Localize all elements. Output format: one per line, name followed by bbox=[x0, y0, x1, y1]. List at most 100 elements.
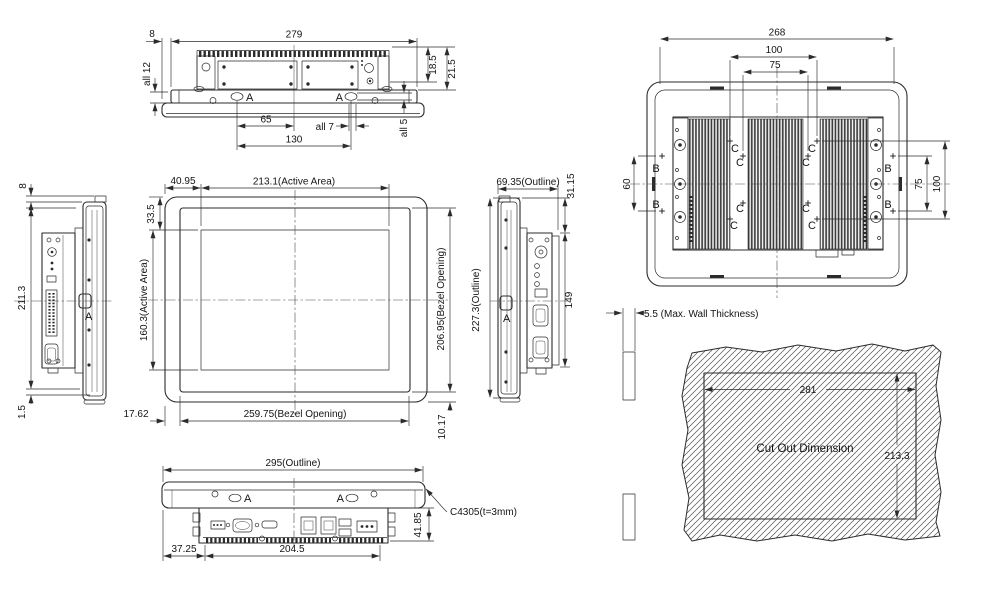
dim-right-149: 149 bbox=[564, 291, 575, 308]
dim-rear-60: 60 bbox=[622, 178, 633, 190]
dim-top-all5: all 5 bbox=[399, 118, 410, 137]
right-side-view: A 69.35(Outline) 31.15 149 227.3(Outline… bbox=[471, 173, 577, 403]
top-label-a-right: A bbox=[336, 92, 344, 104]
top-view: A A 8 279 all 12 18.5 21.5 65 bbox=[142, 29, 458, 150]
dim-cutout-height: 213.3 bbox=[884, 451, 909, 462]
right-view-panel bbox=[497, 195, 521, 403]
terminal-block bbox=[210, 520, 226, 530]
dim-front-bezel-w: 259.75(Bezel Opening) bbox=[244, 409, 347, 420]
usb-port-1 bbox=[338, 518, 352, 527]
wall-bar-top bbox=[622, 351, 636, 401]
power-jack bbox=[47, 247, 57, 257]
cutout-hole bbox=[703, 372, 917, 520]
left-view-panel bbox=[82, 195, 107, 405]
wall-section: 5.5 (Max. Wall Thickness) bbox=[606, 308, 758, 541]
dim-rear-100-right: 100 bbox=[932, 175, 943, 192]
bottom-bezel bbox=[161, 481, 426, 509]
dim-bottom-37-25: 37.25 bbox=[171, 544, 196, 555]
mount-hole-a-left bbox=[230, 92, 244, 101]
dim-rear-75-right: 75 bbox=[914, 178, 925, 190]
top-label-a-left: A bbox=[246, 92, 254, 104]
db9-connector-2 bbox=[532, 336, 549, 359]
right-label-a: A bbox=[503, 313, 511, 325]
power-terminal bbox=[356, 520, 378, 533]
db9-connector bbox=[44, 343, 59, 365]
dim-front-active-h: 160.3(Active Area) bbox=[139, 259, 150, 341]
dim-left-1-5: 1.5 bbox=[17, 405, 28, 419]
dim-left-211-3: 211.3 bbox=[17, 285, 28, 310]
rear-label-b2: B bbox=[652, 199, 659, 211]
usb-port bbox=[534, 288, 548, 298]
dim-bottom-outline: 295(Outline) bbox=[265, 458, 320, 469]
bottom-callout-c4305: C4305(t=3mm) bbox=[450, 507, 517, 518]
cutout-label: Cut Out Dimension bbox=[756, 443, 853, 455]
dim-front-40-95: 40.95 bbox=[170, 176, 195, 187]
wall-bar-bottom bbox=[622, 493, 636, 541]
front-view-dimensions: 40.95 213.1(Active Area) 33.5 160.3(Acti… bbox=[123, 176, 456, 440]
dim-left-8: 8 bbox=[18, 183, 29, 189]
dim-cutout-width: 281 bbox=[800, 385, 817, 396]
dim-rear-100-top: 100 bbox=[766, 45, 783, 56]
left-side-view: A 8 211.3 1.5 bbox=[14, 183, 112, 419]
bottom-view: A A bbox=[161, 458, 517, 561]
dim-top-21-5: 21.5 bbox=[447, 59, 458, 79]
rear-view-dimensions: 268 100 75 60 75 100 bbox=[622, 28, 950, 220]
section-marker-a bbox=[499, 295, 513, 311]
db9-connector-1 bbox=[532, 304, 549, 327]
bottom-label-a-right: A bbox=[337, 493, 345, 505]
rear-label-b4: B bbox=[884, 199, 891, 211]
dim-front-17-62: 17.62 bbox=[123, 409, 148, 420]
rear-label-c6: C bbox=[802, 157, 810, 169]
cutout-view: 281 213.3 Cut Out Dimension bbox=[681, 343, 942, 542]
right-view-body bbox=[490, 227, 568, 375]
dim-top-18-5: 18.5 bbox=[428, 55, 439, 75]
rear-label-c1: C bbox=[731, 143, 739, 155]
wall-thickness-note: 5.5 (Max. Wall Thickness) bbox=[644, 309, 758, 320]
hdmi-port bbox=[261, 520, 278, 529]
rear-label-c4: C bbox=[730, 220, 738, 232]
front-view: 40.95 213.1(Active Area) 33.5 160.3(Acti… bbox=[123, 176, 456, 440]
dim-front-bezel-h: 206.95(Bezel Opening) bbox=[436, 248, 447, 351]
dim-right-31-15: 31.15 bbox=[566, 173, 577, 198]
left-view-dimensions: 8 211.3 1.5 bbox=[17, 183, 94, 419]
dim-front-active-w: 213.1(Active Area) bbox=[253, 177, 335, 188]
dim-top-all7: all 7 bbox=[316, 122, 335, 133]
rear-label-c7: C bbox=[802, 203, 810, 215]
pin-header bbox=[45, 289, 58, 337]
dim-top-279: 279 bbox=[286, 30, 303, 41]
right-view-dimensions: 69.35(Outline) 31.15 149 227.3(Outline) bbox=[471, 173, 577, 399]
mount-hole-a-right bbox=[345, 493, 359, 503]
rear-vesa-holes bbox=[659, 138, 896, 222]
top-view-dimensions: 8 279 all 12 18.5 21.5 65 all 7 bbox=[142, 29, 458, 150]
usb-port-2 bbox=[338, 528, 352, 537]
dim-top-130: 130 bbox=[286, 135, 303, 146]
rear-label-c2: C bbox=[736, 157, 744, 169]
dim-rear-75-top: 75 bbox=[769, 60, 781, 71]
lan-port-1 bbox=[300, 516, 317, 535]
rear-label-c8: C bbox=[808, 220, 816, 232]
rear-label-b3: B bbox=[884, 163, 891, 175]
rear-heatsink bbox=[672, 116, 884, 258]
bottom-io-body bbox=[192, 478, 396, 548]
wall-hatch-area bbox=[681, 343, 942, 542]
bottom-view-dimensions: 295(Outline) 41.85 C4305(t=3mm) 37.25 20… bbox=[162, 458, 517, 561]
rear-label-b1: B bbox=[652, 163, 659, 175]
top-view-chassis bbox=[193, 50, 393, 92]
antenna-hole bbox=[534, 245, 548, 259]
dim-bottom-41-85: 41.85 bbox=[413, 512, 424, 537]
left-view-body bbox=[14, 227, 112, 374]
dim-right-outline-w: 69.35(Outline) bbox=[496, 177, 559, 188]
dim-top-all12: all 12 bbox=[142, 62, 153, 86]
dim-front-33-5: 33.5 bbox=[146, 204, 157, 224]
rear-label-c5: C bbox=[808, 143, 816, 155]
usb-port bbox=[46, 275, 57, 283]
dim-top-65: 65 bbox=[260, 115, 272, 126]
front-outline bbox=[164, 196, 428, 403]
lan-port-2 bbox=[320, 516, 337, 535]
mount-hole-a-left bbox=[228, 493, 242, 503]
bottom-label-a-left: A bbox=[244, 493, 252, 505]
dim-top-8: 8 bbox=[149, 29, 155, 40]
mount-hole-a-right bbox=[344, 92, 358, 101]
